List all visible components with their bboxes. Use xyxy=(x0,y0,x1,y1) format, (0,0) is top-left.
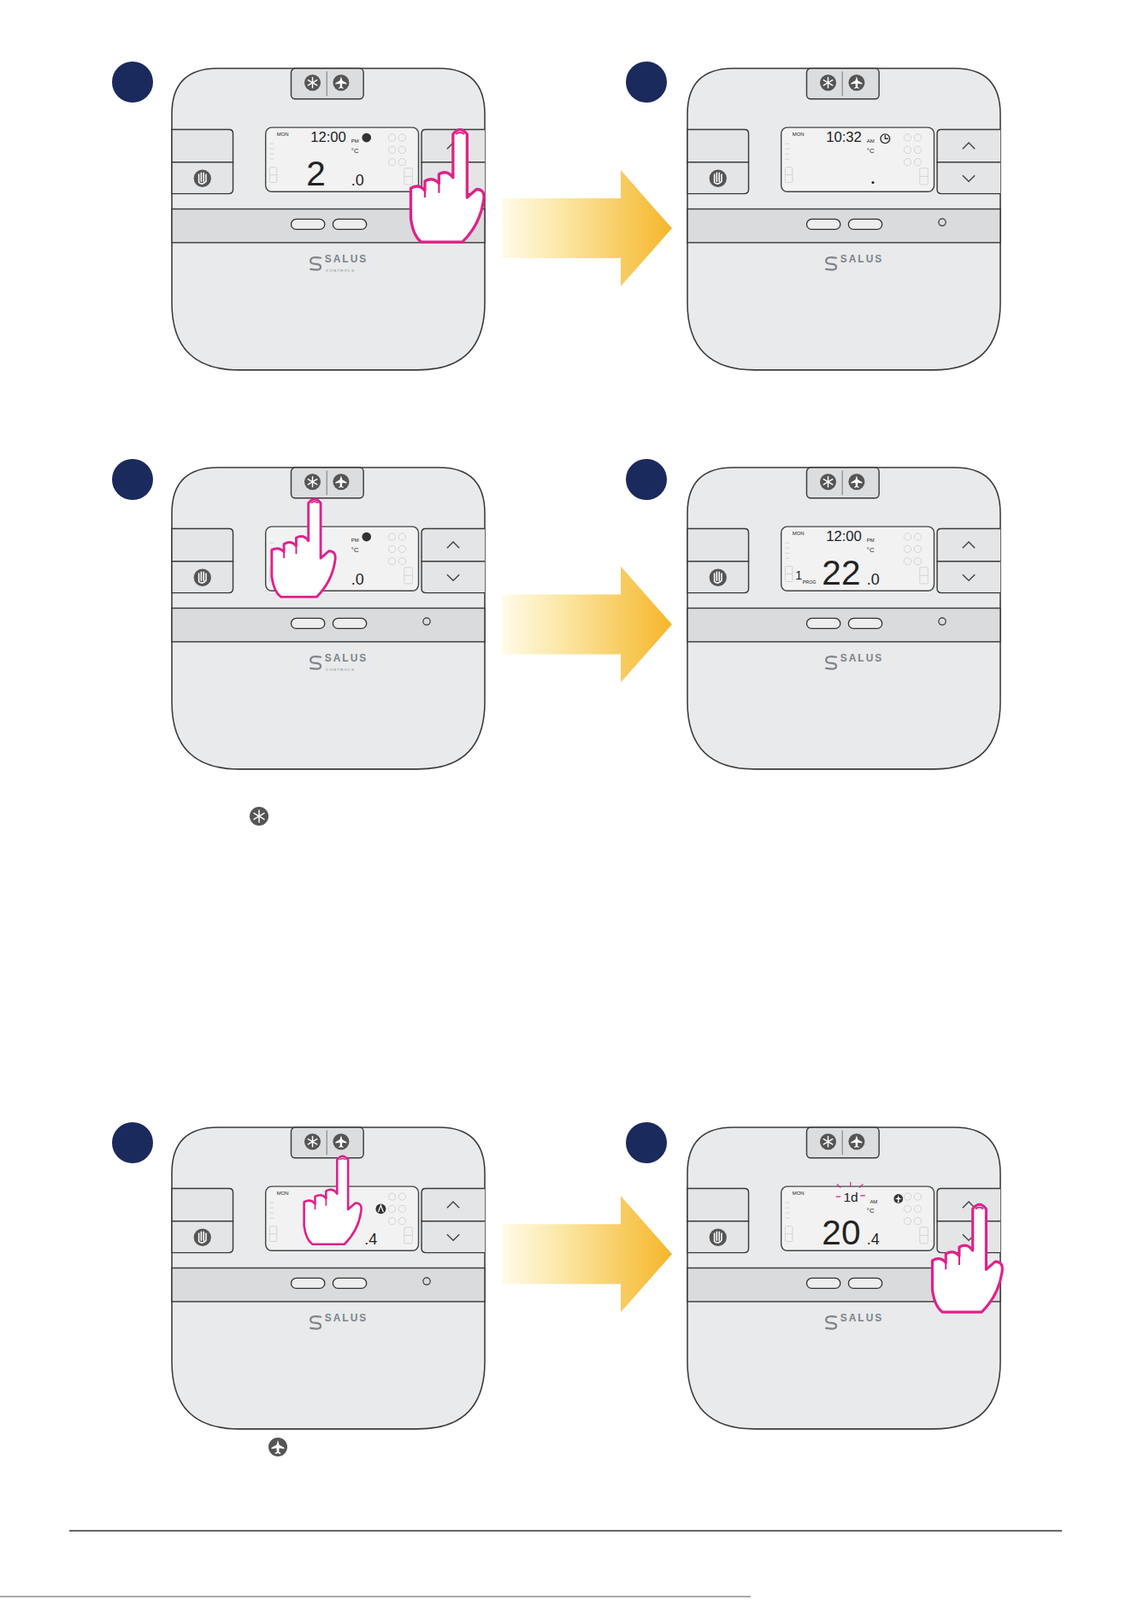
lcd-readout: .4 xyxy=(866,1232,880,1247)
drawing-use xyxy=(931,1204,1003,1313)
lcd-readout: PM xyxy=(866,538,875,544)
thermostat-panel: MON .4SALUS xyxy=(171,1127,485,1430)
drawing-circle xyxy=(112,61,154,103)
lcd-readout: MON xyxy=(792,1191,805,1197)
drawing-path xyxy=(884,135,889,139)
thermostat-panel: MON 1dAM °C 20 .4SALUS xyxy=(687,1127,1001,1430)
thermostat-panel: PM °C .0SALUS CONTROLS xyxy=(171,467,485,770)
drawing-circle xyxy=(249,807,269,826)
lcd-readout: MON xyxy=(792,531,805,537)
caption-icons xyxy=(249,807,288,1457)
lcd-readout: .0 xyxy=(866,572,880,587)
lcd-readout: 10:32 xyxy=(825,130,862,146)
thermostat xyxy=(687,68,1001,371)
drawing-circle xyxy=(871,181,874,184)
brand-logo: SALUS xyxy=(840,654,884,665)
lcd-readout: 20 xyxy=(821,1217,861,1249)
lcd-readout: PM xyxy=(351,139,360,145)
drawing-line xyxy=(860,1195,866,1197)
drawing-circle xyxy=(625,459,667,501)
drawing-path xyxy=(895,1195,903,1203)
lcd-readout: 1 xyxy=(795,569,802,582)
brand-subtitle: CONTROLS xyxy=(325,668,355,673)
drawing-use xyxy=(171,467,485,770)
footer-rule xyxy=(69,1530,1062,1533)
lcd-readout: °C xyxy=(866,547,875,555)
drawing-g xyxy=(253,810,266,824)
drawing-circle xyxy=(625,61,667,103)
thermostat-panel: MON 10:32AM °C SALUS xyxy=(687,68,1001,371)
drawing-line xyxy=(837,1185,841,1189)
drawing-use xyxy=(171,1127,485,1430)
drawing-use xyxy=(411,129,485,243)
drawing-line xyxy=(253,813,266,820)
lcd-readout: 12:00 xyxy=(310,130,347,146)
drawing-path xyxy=(377,1205,384,1213)
brand-logo: SALUS xyxy=(840,254,884,266)
drawing-circle xyxy=(893,1194,903,1204)
lcd-readout: PM xyxy=(351,538,360,544)
lcd-readout: 1d xyxy=(843,1190,858,1205)
brand-logo: SALUS xyxy=(324,1314,368,1325)
drawing-circle xyxy=(625,1122,667,1164)
thermostat xyxy=(171,1127,485,1430)
lcd-readout: 2 xyxy=(306,158,326,189)
drawing-circle xyxy=(880,134,891,144)
drawing-path xyxy=(271,1440,285,1455)
drawing-line xyxy=(836,1196,841,1197)
drawing-use xyxy=(687,68,1001,371)
lcd-readout: .0 xyxy=(351,173,365,188)
lcd-readout: .0 xyxy=(351,572,365,587)
lcd-readout: °C xyxy=(351,547,360,555)
brand-logo: SALUS xyxy=(840,1314,884,1325)
lcd-readout: MON xyxy=(277,132,289,138)
thermostat-panel: MON 12:00PM °C 2 .0SALUS CONTROLS xyxy=(171,68,485,371)
lcd-readout: AM xyxy=(869,1200,878,1206)
step-arrow xyxy=(501,566,673,684)
drawing-line xyxy=(859,1185,863,1189)
brand-subtitle: CONTROLS xyxy=(325,269,355,273)
drawing-use xyxy=(687,467,1001,770)
brand-logo: SALUS xyxy=(324,654,368,665)
lcd-readout: AM xyxy=(866,139,875,145)
thermostat xyxy=(171,467,485,770)
drawing-circle xyxy=(268,1438,288,1457)
lcd-readout: .4 xyxy=(364,1232,378,1247)
drawing-line xyxy=(253,813,266,820)
lcd-readout: °C xyxy=(351,147,360,155)
footer-rule xyxy=(0,1597,751,1598)
drawing-use xyxy=(171,68,485,371)
drawing-circle xyxy=(112,459,154,501)
brand-logo: SALUS xyxy=(324,254,368,266)
step-arrow xyxy=(501,1196,673,1313)
drawing-circle xyxy=(375,1203,386,1215)
lcd-readout: °C xyxy=(866,1208,875,1215)
thermostat xyxy=(687,1127,1003,1430)
thermostat-panel: MON 12:00PM °C 1PROG 22 .0SALUS xyxy=(687,467,1001,770)
drawing-use xyxy=(304,1156,362,1245)
step-arrow xyxy=(501,170,673,287)
thermostat xyxy=(687,467,1001,770)
lcd-readout: PROG xyxy=(802,580,817,585)
lcd-readout: °C xyxy=(866,147,875,155)
lcd-readout: MON xyxy=(792,132,805,138)
thermostat xyxy=(171,68,485,371)
drawing-line xyxy=(849,1182,851,1187)
drawing-use xyxy=(271,499,336,597)
lcd-readout: 12:00 xyxy=(825,530,862,545)
drawing-circle xyxy=(361,133,372,143)
drawing-circle xyxy=(112,1122,154,1164)
lcd-readout: MON xyxy=(277,1191,289,1197)
drawing-circle xyxy=(361,532,372,543)
lcd-readout: 22 xyxy=(821,557,861,589)
